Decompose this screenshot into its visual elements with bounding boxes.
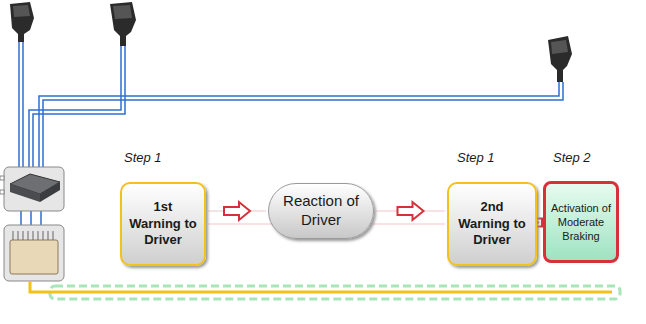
step-label: Step 1 [457,150,495,165]
pin [48,231,49,240]
pin [13,231,14,240]
connector [376,202,445,220]
sensor-face [551,40,568,54]
unit-tab [0,190,4,194]
unit-frame [4,225,64,281]
sensor-face [13,5,30,17]
wire [18,42,20,175]
radar-sensor [548,36,572,82]
sensor-body [548,36,572,82]
unit-pins [13,231,53,240]
reaction-box: Reaction of Driver [268,183,374,239]
box-text: Reaction of Driver [279,192,363,230]
unit-tab [0,176,4,180]
wire [33,46,125,175]
wire [43,82,563,175]
pin [18,231,19,240]
radar-sensor [10,2,34,42]
connector [208,202,266,220]
sensor-body [110,2,136,46]
control-unit [4,225,64,281]
sensor-body [10,2,34,42]
pin [43,231,44,240]
box-text: 1st Warning to Driver [128,199,198,250]
pin [53,231,54,240]
flow-arrow [398,202,424,220]
warning-box: 1st Warning to Driver [120,182,206,266]
bus-line [30,281,612,292]
unit-body [10,240,58,274]
pin [23,231,24,240]
sensor-face [113,5,132,19]
wire [22,42,24,175]
radar-sensor [110,2,136,46]
unit-frame [4,167,64,211]
warning-box: 2nd Warning to Driver [447,182,537,266]
pin [28,231,29,240]
box-text: 2nd Warning to Driver [455,199,529,250]
box-text: Activation of Moderate Braking [550,201,612,244]
pin [38,231,39,240]
braking-box: Activation of Moderate Braking [543,181,619,263]
step-label: Step 1 [124,150,162,165]
wire [39,82,559,175]
step-label: Step 2 [553,150,591,165]
pin [33,231,34,240]
flow-arrow [224,202,250,220]
unit-side [40,182,60,202]
unit-side [10,184,40,202]
control-unit [0,167,64,211]
